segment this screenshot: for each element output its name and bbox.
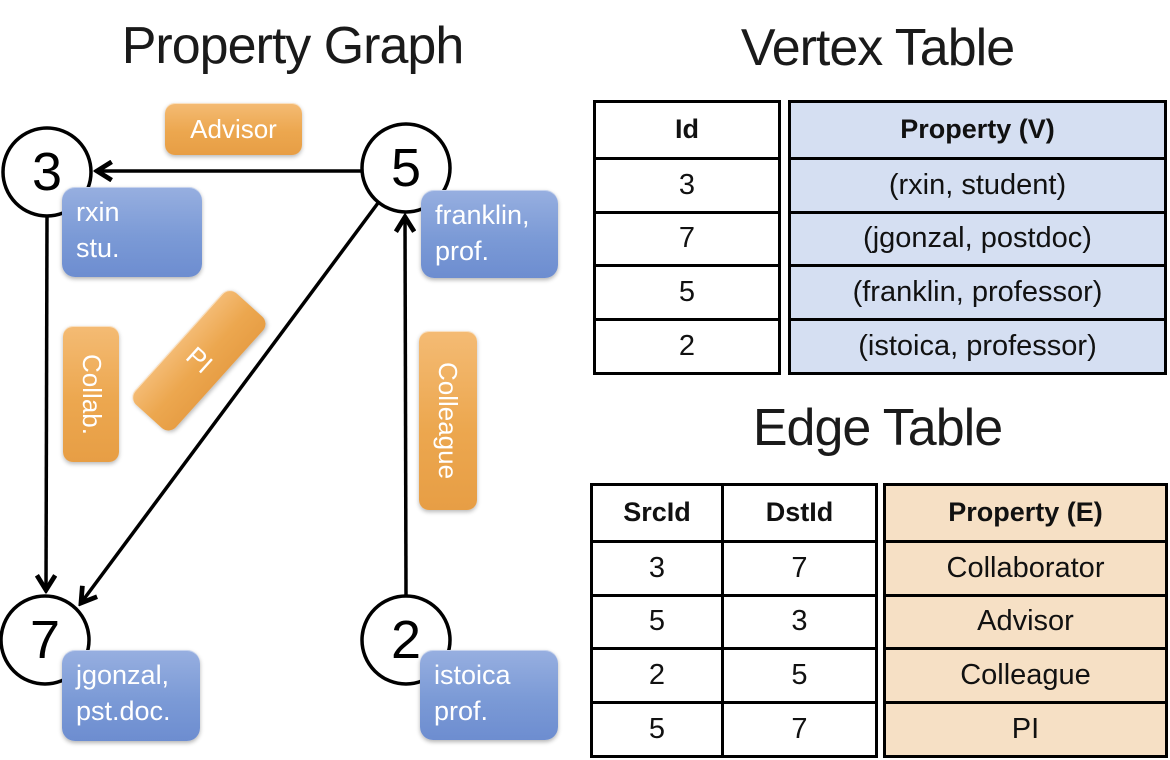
table-cell: Advisor <box>886 593 1165 648</box>
table-cell: Colleague <box>886 647 1165 701</box>
edge-label-colleague: Colleague <box>419 331 477 510</box>
edge-label-collab: Collab. <box>63 326 119 462</box>
vertex-property-5-line1: franklin, <box>435 200 530 230</box>
node-id-5: 5 <box>390 138 422 198</box>
table-cell: 5 <box>593 701 724 755</box>
edge-arrow-colleague <box>405 217 406 598</box>
table-cell: (jgonzal, postdoc) <box>791 210 1164 265</box>
table-cell: 3 <box>596 156 778 211</box>
graph-title: Property Graph <box>121 17 465 75</box>
edge-table-property-column: Property (E) Collaborator Advisor Collea… <box>883 483 1168 758</box>
vertex-table-title: Vertex Table <box>740 19 1015 77</box>
table-cell: 2 <box>596 318 778 372</box>
vertex-property-box-2: istoica prof. <box>420 650 558 740</box>
edge-label-colleague-text: Colleague <box>433 361 464 480</box>
vertex-property-box-7: jgonzal, pst.doc. <box>62 650 200 741</box>
vertex-property-3-line1: rxin <box>76 197 120 227</box>
vertex-table-header-property: Property (V) <box>900 114 1055 145</box>
edge-arrow-collab <box>46 215 47 590</box>
table-cell: PI <box>886 701 1165 755</box>
table-cell: 5 <box>593 593 724 648</box>
table-cell: 7 <box>724 701 875 755</box>
edge-arrow-pi <box>81 201 380 603</box>
vertex-table-id-column: Id 3 7 5 2 <box>593 100 781 375</box>
vertex-table-property-column: Property (V) (rxin, student) (jgonzal, p… <box>788 100 1167 375</box>
vertex-property-2-line2: prof. <box>434 695 489 726</box>
edge-label-pi-text: PI <box>180 340 219 380</box>
edge-table-header-dstid: DstId <box>765 497 834 528</box>
table-cell: 7 <box>596 210 778 265</box>
vertex-property-box-5: franklin, prof. <box>421 190 558 278</box>
vertex-property-7-line1: jgonzal, <box>76 660 170 690</box>
vertex-property-3-line2: stu. <box>76 232 120 263</box>
edge-label-advisor-text: Advisor <box>190 113 277 144</box>
table-cell: Collaborator <box>886 539 1165 594</box>
vertex-property-2-line1: istoica <box>434 660 511 690</box>
table-cell: (istoica, professor) <box>791 318 1164 372</box>
vertex-property-box-3: rxin stu. <box>62 187 202 277</box>
edge-label-collab-text: Collab. <box>76 353 107 435</box>
edge-table-title: Edge Table <box>752 399 1003 457</box>
table-cell: 5 <box>724 647 875 701</box>
edge-table-id-columns: SrcId DstId 3 7 5 3 2 5 5 7 <box>590 483 878 758</box>
edge-table-header-property: Property (E) <box>948 497 1103 528</box>
table-cell: 3 <box>724 593 875 648</box>
node-id-3: 3 <box>31 142 63 202</box>
edge-label-advisor: Advisor <box>165 103 302 155</box>
edge-table-header-srcid: SrcId <box>593 486 724 540</box>
table-cell: 2 <box>593 647 724 702</box>
table-cell: 7 <box>724 539 875 594</box>
table-cell: (rxin, student) <box>791 156 1164 211</box>
vertex-table-header-id: Id <box>675 114 699 145</box>
node-id-2: 2 <box>390 610 422 670</box>
table-cell: 5 <box>596 264 778 318</box>
vertex-property-7-line2: pst.doc. <box>76 695 171 726</box>
table-cell: (franklin, professor) <box>791 264 1164 318</box>
table-cell: 3 <box>593 539 724 594</box>
node-id-7: 7 <box>29 610 61 670</box>
vertex-property-5-line2: prof. <box>435 235 490 266</box>
